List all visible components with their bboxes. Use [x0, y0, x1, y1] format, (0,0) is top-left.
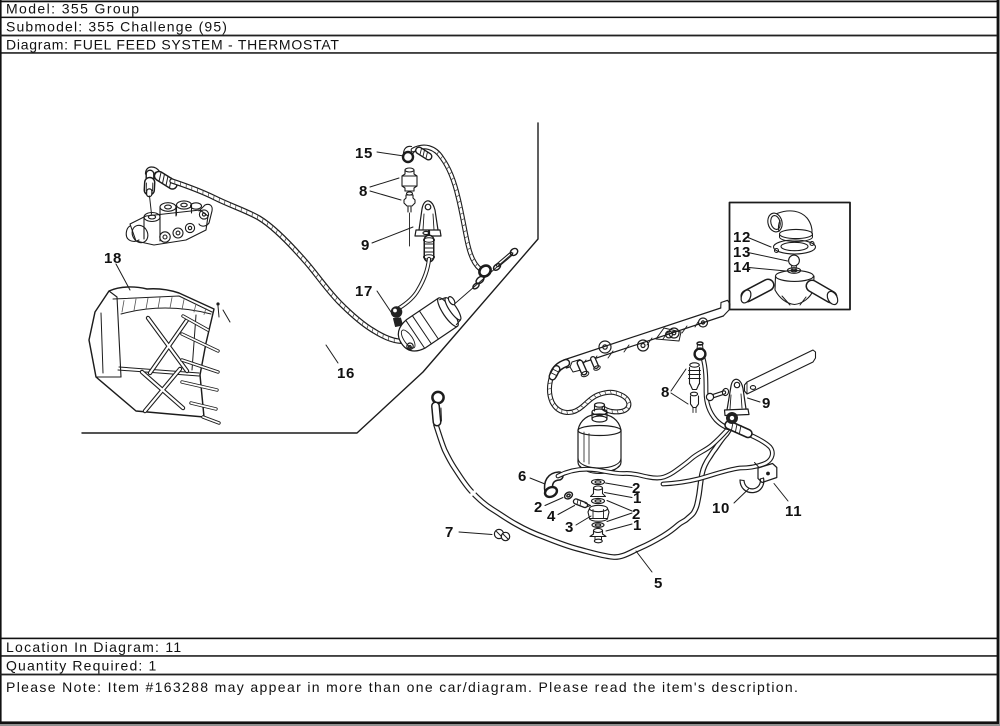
- svg-text:8: 8: [661, 384, 670, 401]
- svg-text:12: 12: [733, 229, 751, 246]
- svg-text:11: 11: [785, 503, 802, 520]
- svg-text:15: 15: [355, 145, 373, 162]
- svg-text:6: 6: [518, 468, 527, 485]
- svg-text:8: 8: [359, 183, 368, 200]
- svg-text:10: 10: [712, 500, 730, 517]
- svg-text:1: 1: [633, 490, 642, 507]
- svg-text:7: 7: [445, 524, 454, 541]
- svg-text:2: 2: [632, 506, 641, 523]
- svg-text:1: 1: [633, 517, 642, 534]
- svg-text:9: 9: [762, 395, 771, 412]
- svg-text:14: 14: [733, 259, 751, 276]
- svg-text:Diagram: FUEL FEED SYSTEM - TH: Diagram: FUEL FEED SYSTEM - THERMOSTAT: [6, 37, 340, 53]
- svg-text:4: 4: [547, 508, 556, 525]
- svg-text:Submodel: 355 Challenge (95): Submodel: 355 Challenge (95): [6, 19, 228, 35]
- svg-text:18: 18: [104, 250, 122, 267]
- svg-text:2: 2: [632, 480, 641, 497]
- svg-text:3: 3: [565, 519, 574, 536]
- svg-text:Please Note: Item #163288 may: Please Note: Item #163288 may appear in …: [6, 679, 799, 695]
- svg-text:13: 13: [733, 244, 751, 261]
- svg-text:17: 17: [355, 283, 373, 300]
- svg-text:Location In Diagram: 11: Location In Diagram: 11: [6, 639, 182, 655]
- svg-text:Quantity Required: 1: Quantity Required: 1: [6, 658, 157, 674]
- svg-text:16: 16: [337, 365, 355, 382]
- svg-text:2: 2: [534, 499, 543, 516]
- svg-text:9: 9: [361, 237, 370, 254]
- svg-text:Model: 355 Group: Model: 355 Group: [6, 1, 140, 17]
- svg-text:5: 5: [654, 575, 663, 592]
